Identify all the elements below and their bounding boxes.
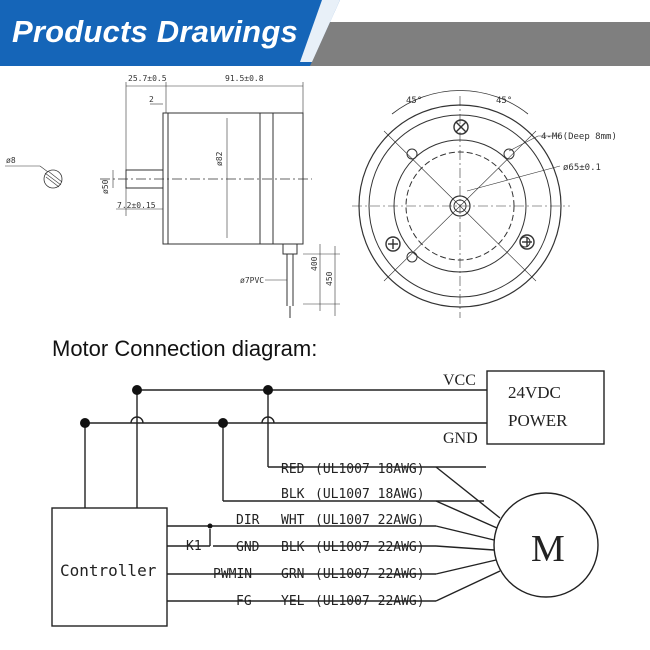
dim-shaft-end: ø8 xyxy=(6,156,16,165)
controller-label: Controller xyxy=(60,561,157,580)
switch-label: K1 xyxy=(186,539,202,554)
wire-spec-grn: (UL1007 22AWG) xyxy=(315,567,425,582)
front-view xyxy=(352,90,570,318)
motor-label: M xyxy=(531,528,565,570)
wire-signal-pwmin: PWMIN xyxy=(213,567,252,582)
gnd-label: GND xyxy=(443,430,478,447)
connection-diagram: VCC GND 24VDC POWER Controller M K1 RED … xyxy=(51,370,605,627)
wire-spec-red: (UL1007 18AWG) xyxy=(315,462,425,477)
cable-length-a: 400 xyxy=(310,256,319,271)
pcd-spec: ø65±0.1 xyxy=(563,163,601,173)
wire-color-red: RED xyxy=(281,462,305,477)
wire-color-grn: GRN xyxy=(281,567,304,582)
side-view xyxy=(100,82,340,318)
angle-left: 45° xyxy=(406,96,422,106)
wire-color-yel: YEL xyxy=(281,594,305,609)
dim-shaft-diameter-side: ø50 xyxy=(101,179,110,194)
power-box xyxy=(486,370,605,445)
vcc-label: VCC xyxy=(443,372,476,389)
shaft-end-view xyxy=(5,165,63,189)
banner-shape xyxy=(0,0,650,66)
wire-signal-gnd: GND xyxy=(236,540,260,555)
connection-title: Motor Connection diagram: xyxy=(52,336,318,361)
page-title: Products Drawings xyxy=(12,14,298,49)
wire-spec-wht: (UL1007 22AWG) xyxy=(315,513,425,528)
wire-spec-blk-22: (UL1007 22AWG) xyxy=(315,540,425,555)
dim-body-length: 91.5±0.8 xyxy=(225,74,264,83)
dim-shaft-length: 25.7±0.5 xyxy=(128,74,167,83)
holes-spec: 4-M6(Deep 8mm) xyxy=(541,132,617,142)
dim-key: 7.2±0.15 xyxy=(117,201,156,210)
dim-flange: 2 xyxy=(149,95,154,104)
wire-color-blk: BLK xyxy=(281,487,305,502)
controller-box xyxy=(51,507,168,627)
cable-diameter: ø7PVC xyxy=(240,276,264,285)
wire-spec-yel: (UL1007 22AWG) xyxy=(315,594,425,609)
wire-signal-fg: FG xyxy=(236,594,252,609)
product-drawing: 25.7±0.5 91.5±0.8 2 ø82 ø50 7.2±0.15 ø8 … xyxy=(5,74,617,318)
wire-spec-blk: (UL1007 18AWG) xyxy=(315,487,425,502)
wire-color-wht: WHT xyxy=(281,513,305,528)
dim-body-diameter: ø82 xyxy=(215,151,224,166)
header-banner: Products Drawings xyxy=(0,0,650,66)
cable-length-b: 450 xyxy=(325,271,334,286)
wire-signal-dir: DIR xyxy=(236,513,260,528)
power-label-line2: POWER xyxy=(508,411,568,430)
motor-circle xyxy=(493,492,599,598)
power-label-line1: 24VDC xyxy=(508,383,561,402)
angle-right: 45° xyxy=(496,96,512,106)
wire-color-blk-22: BLK xyxy=(281,540,305,555)
